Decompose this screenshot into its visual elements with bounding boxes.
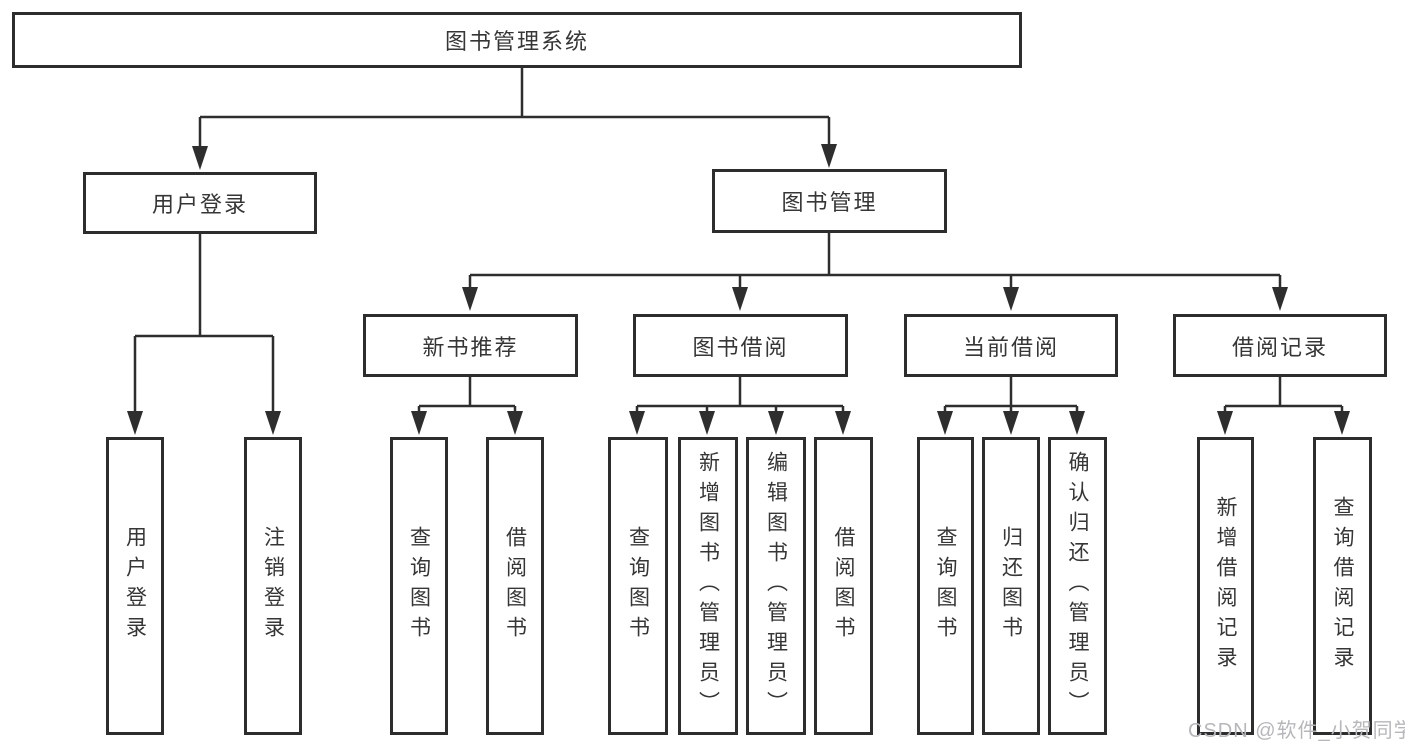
leaf-label: 归还图书 [999,526,1023,646]
leaf-current-query-books: 查询图书 [917,437,974,735]
leaf-newbook-borrow-books: 借阅图书 [486,437,544,735]
node-book-management: 图书管理 [712,169,947,233]
leaf-label: 查询借阅记录 [1331,496,1354,676]
leaf-borrow-add-books-admin: 新增图书（管理员） [678,437,738,735]
node-label: 用户登录 [151,192,248,217]
leaf-label: 新增借阅记录 [1214,496,1237,676]
leaf-label: 查询图书 [407,526,431,646]
node-book-borrowing: 图书借阅 [633,314,848,377]
leaf-label: 借阅图书 [832,526,855,646]
node-user-login: 用户登录 [83,172,317,234]
leaf-label: 查询图书 [934,526,957,646]
node-label: 借阅记录 [1231,334,1328,360]
leaf-borrow-query-books: 查询图书 [608,437,668,735]
tree-edges [133,66,1344,414]
node-label: 图书管理系统 [444,29,589,54]
leaf-logout: 注销登录 [244,437,302,735]
node-current-borrowing: 当前借阅 [904,314,1118,377]
leaf-borrow-edit-books-admin: 编辑图书（管理员） [746,437,806,735]
leaf-label: 确认归还（管理员） [1066,451,1089,721]
leaf-label: 新增图书（管理员） [696,451,720,721]
leaf-label: 查询图书 [626,526,650,646]
node-borrowing-records: 借阅记录 [1173,314,1387,377]
leaf-label: 借阅图书 [503,526,527,646]
leaf-newbook-query-books: 查询图书 [390,437,448,735]
leaf-label: 编辑图书（管理员） [764,451,788,721]
csdn-watermark: CSDN @软件_小贺同学 [1188,720,1405,742]
node-library-management-system: 图书管理系统 [12,12,1022,68]
node-new-book-recommend: 新书推荐 [363,314,578,377]
leaf-label: 注销登录 [261,526,285,646]
node-label: 新书推荐 [422,334,519,360]
leaf-label: 用户登录 [123,526,147,646]
arrowheads [127,144,1350,435]
leaf-user-login: 用户登录 [106,437,164,735]
leaf-borrow-borrow-books: 借阅图书 [814,437,873,735]
leaf-records-add-record: 新增借阅记录 [1197,437,1254,735]
leaf-current-return-books: 归还图书 [982,437,1040,735]
node-label: 当前借阅 [962,334,1059,360]
node-label: 图书管理 [781,190,878,215]
leaf-records-query-record: 查询借阅记录 [1313,437,1372,735]
node-label: 图书借阅 [692,334,789,360]
leaf-current-confirm-return-admin: 确认归还（管理员） [1048,437,1107,735]
